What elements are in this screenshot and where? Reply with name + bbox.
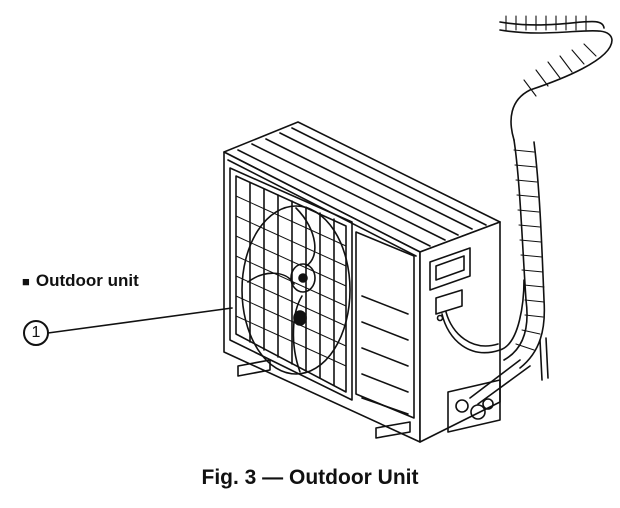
callout-leader-line <box>47 307 233 334</box>
service-valves <box>447 359 531 433</box>
figure-caption: Fig. 3 — Outdoor Unit <box>201 466 419 489</box>
refrigerant-piping <box>441 15 613 381</box>
square-bullet-icon: ■ <box>22 273 30 289</box>
mounting-feet <box>237 359 411 439</box>
section-label-text: Outdoor unit <box>35 271 139 290</box>
section-label: ■ Outdoor unit <box>22 271 139 291</box>
side-panel <box>355 231 471 419</box>
unit-body <box>223 121 501 443</box>
fan-grille <box>229 167 353 401</box>
callout-number: 1 <box>23 320 49 346</box>
